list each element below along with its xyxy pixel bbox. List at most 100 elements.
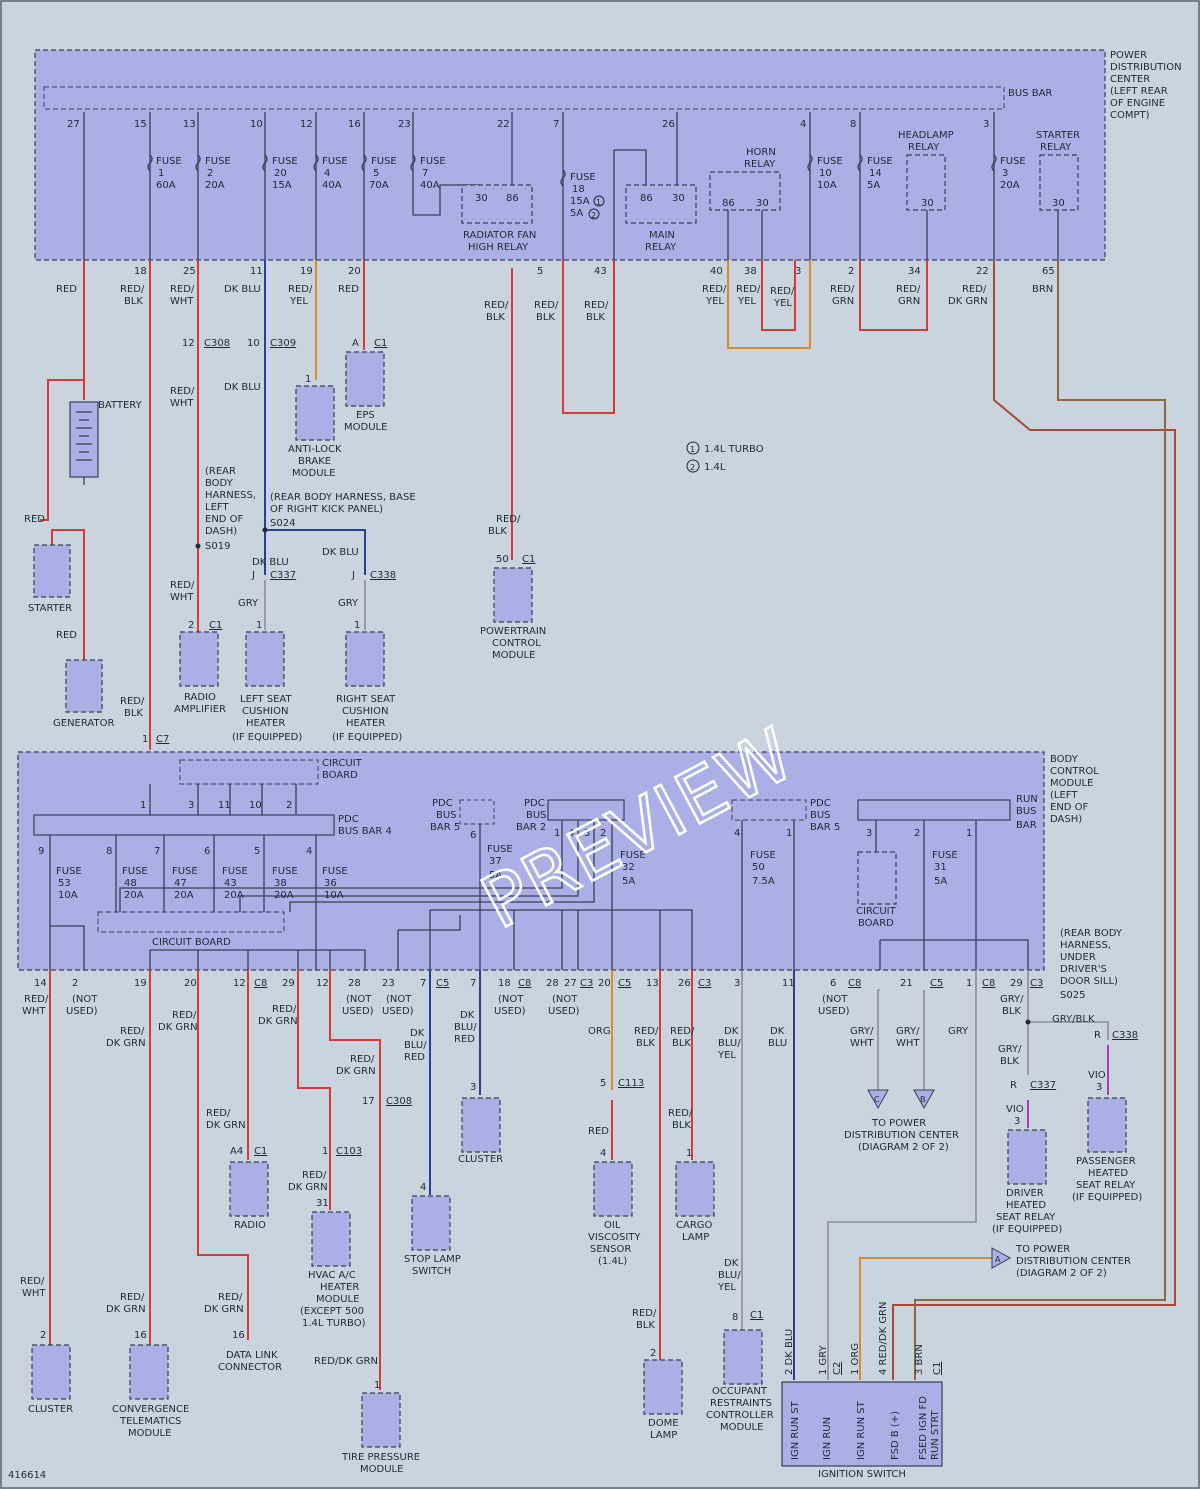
red-grn-loop-wire	[859, 260, 928, 331]
svg-text:C337: C337	[1030, 1080, 1056, 1091]
svg-text:C308: C308	[386, 1096, 412, 1107]
svg-text:POWER: POWER	[1110, 50, 1147, 61]
svg-text:DOOR SILL): DOOR SILL)	[1060, 976, 1118, 987]
svg-text:S025: S025	[1060, 990, 1085, 1001]
svg-text:GRY/: GRY/	[1000, 994, 1024, 1005]
svg-text:GRY/: GRY/	[998, 1044, 1022, 1055]
svg-text:RED/: RED/	[120, 1026, 145, 1037]
svg-text:10A: 10A	[324, 890, 344, 901]
svg-text:RADIO: RADIO	[234, 1220, 266, 1231]
svg-text:LAMP: LAMP	[650, 1430, 677, 1441]
ign-wire-labels: 2 DK BLU 1 GRY C2 1 ORG 4 RED/DK GRN 3 B…	[784, 1302, 943, 1376]
svg-text:HEATED: HEATED	[1006, 1200, 1046, 1211]
svg-text:6: 6	[470, 830, 476, 841]
svg-text:OIL: OIL	[604, 1220, 621, 1231]
svg-text:5: 5	[373, 168, 379, 179]
svg-text:BLK: BLK	[672, 1038, 691, 1049]
svg-text:(REAR BODY: (REAR BODY	[1060, 928, 1123, 939]
pdc-bus-bar	[43, 86, 1005, 110]
svg-text:1: 1	[966, 828, 972, 839]
svg-text:FUSE: FUSE	[272, 156, 298, 167]
radiator-fan-relay	[461, 184, 533, 224]
svg-text:2: 2	[286, 800, 292, 811]
eps-module	[345, 351, 385, 407]
svg-text:3: 3	[188, 800, 194, 811]
svg-text:BLU/: BLU/	[454, 1022, 477, 1033]
svg-text:A: A	[995, 1255, 1001, 1264]
svg-text:SEAT RELAY: SEAT RELAY	[1076, 1180, 1136, 1191]
svg-text:YEL: YEL	[773, 298, 792, 309]
svg-text:C8: C8	[982, 978, 995, 989]
ignition-switch	[781, 1381, 943, 1467]
svg-text:BLU/: BLU/	[404, 1040, 427, 1051]
svg-text:DISTRIBUTION CENTER: DISTRIBUTION CENTER	[844, 1130, 959, 1141]
pdc-bus-bar-4	[33, 814, 335, 836]
svg-text:2: 2	[650, 1348, 656, 1359]
svg-text:1 ORG: 1 ORG	[850, 1343, 861, 1375]
svg-text:CONTROLLER: CONTROLLER	[706, 1410, 774, 1421]
svg-text:BODY: BODY	[205, 478, 234, 489]
svg-text:(1.4L): (1.4L)	[598, 1256, 627, 1267]
svg-text:HARNESS,: HARNESS,	[205, 490, 256, 501]
svg-text:11: 11	[218, 800, 231, 811]
svg-text:(EXCEPT 500: (EXCEPT 500	[300, 1306, 364, 1317]
svg-text:(IF EQUIPPED): (IF EQUIPPED)	[992, 1224, 1062, 1235]
svg-text:C1: C1	[374, 338, 387, 349]
svg-text:3: 3	[1002, 168, 1008, 179]
svg-text:BLK: BLK	[536, 312, 555, 323]
svg-text:BUS: BUS	[1016, 806, 1037, 817]
svg-text:RED/: RED/	[770, 286, 795, 297]
svg-text:PDC: PDC	[338, 814, 359, 825]
svg-text:16: 16	[134, 1330, 147, 1341]
svg-text:BAR 5: BAR 5	[430, 822, 460, 833]
svg-text:WHT: WHT	[170, 296, 194, 307]
svg-text:LEFT: LEFT	[205, 502, 229, 513]
svg-text:22: 22	[497, 119, 510, 130]
svg-text:17: 17	[362, 1096, 375, 1107]
svg-text:ANTI-LOCK: ANTI-LOCK	[288, 444, 342, 455]
svg-text:GRY/: GRY/	[896, 1026, 920, 1037]
svg-text:TO POWER: TO POWER	[1015, 1244, 1070, 1255]
svg-text:MODULE: MODULE	[1050, 778, 1093, 789]
svg-text:5A: 5A	[867, 180, 880, 191]
svg-text:50: 50	[752, 862, 765, 873]
svg-text:12: 12	[316, 978, 329, 989]
svg-text:C309: C309	[270, 338, 296, 349]
svg-text:C2: C2	[832, 1362, 843, 1375]
svg-text:WHT: WHT	[850, 1038, 874, 1049]
svg-text:RED/: RED/	[120, 284, 145, 295]
svg-text:RED/: RED/	[206, 1108, 231, 1119]
svg-text:1: 1	[140, 800, 146, 811]
svg-text:C1: C1	[209, 620, 222, 631]
svg-text:10: 10	[819, 168, 832, 179]
svg-text:5A: 5A	[934, 876, 947, 887]
svg-text:BLK: BLK	[486, 312, 505, 323]
svg-text:FUSE: FUSE	[1000, 156, 1026, 167]
svg-text:3 BRN: 3 BRN	[914, 1344, 925, 1375]
svg-text:3: 3	[470, 1082, 476, 1093]
svg-text:HEATED: HEATED	[1088, 1168, 1128, 1179]
svg-text:30: 30	[672, 193, 685, 204]
org-ign-wire	[859, 1257, 1000, 1380]
svg-text:BOARD: BOARD	[858, 918, 894, 929]
red-yel-loop-wire	[727, 260, 811, 349]
svg-text:CIRCUIT BOARD: CIRCUIT BOARD	[152, 937, 231, 948]
svg-text:RED: RED	[56, 284, 77, 295]
svg-text:STARTER: STARTER	[28, 603, 72, 614]
svg-text:FUSE: FUSE	[620, 850, 646, 861]
svg-text:23: 23	[382, 978, 395, 989]
svg-text:FUSE: FUSE	[222, 866, 248, 877]
svg-text:FUSE: FUSE	[205, 156, 231, 167]
svg-text:C1: C1	[750, 1310, 763, 1321]
svg-text:6: 6	[204, 846, 210, 857]
svg-text:1: 1	[690, 445, 695, 454]
svg-text:S024: S024	[270, 518, 295, 529]
svg-text:C337: C337	[270, 570, 296, 581]
svg-text:86: 86	[722, 198, 735, 209]
svg-text:(NOT: (NOT	[386, 994, 412, 1005]
run-bus-bar	[857, 799, 1011, 821]
